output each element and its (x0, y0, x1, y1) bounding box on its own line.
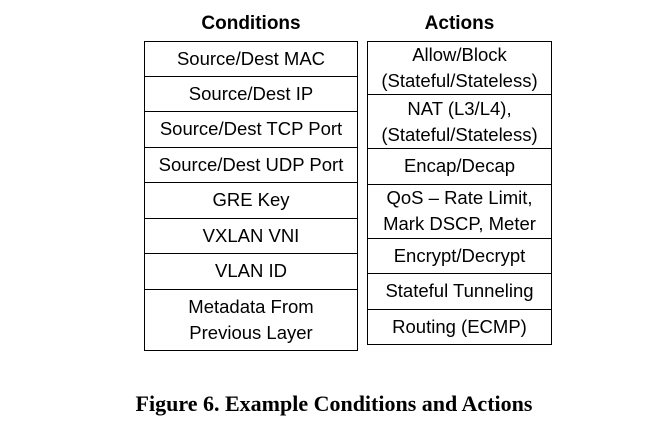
conditions-list: Source/Dest MAC Source/Dest IP Source/De… (144, 41, 358, 351)
action-box: NAT (L3/L4), (Stateful/Stateless) (367, 95, 552, 149)
actions-list: Allow/Block (Stateful/Stateless) NAT (L3… (367, 41, 552, 345)
action-box: Allow/Block (Stateful/Stateless) (367, 41, 552, 95)
figure-caption: Figure 6. Example Conditions and Actions (135, 391, 533, 416)
action-box: Encrypt/Decrypt (367, 238, 552, 274)
conditions-header: Conditions (201, 13, 301, 34)
action-box: Encap/Decap (367, 149, 552, 185)
action-box: Stateful Tunneling (367, 274, 552, 310)
condition-box: VLAN ID (144, 254, 358, 290)
condition-box: GRE Key (144, 183, 358, 219)
actions-header: Actions (424, 13, 495, 34)
condition-box: Source/Dest IP (144, 76, 358, 112)
action-box: QoS – Rate Limit, Mark DSCP, Meter (367, 184, 552, 239)
condition-box: VXLAN VNI (144, 218, 358, 254)
condition-box: Source/Dest UDP Port (144, 147, 358, 183)
condition-box: Metadata From Previous Layer (144, 289, 358, 351)
condition-box: Source/Dest TCP Port (144, 112, 358, 148)
action-box: Routing (ECMP) (367, 309, 552, 345)
condition-box: Source/Dest MAC (144, 41, 358, 77)
